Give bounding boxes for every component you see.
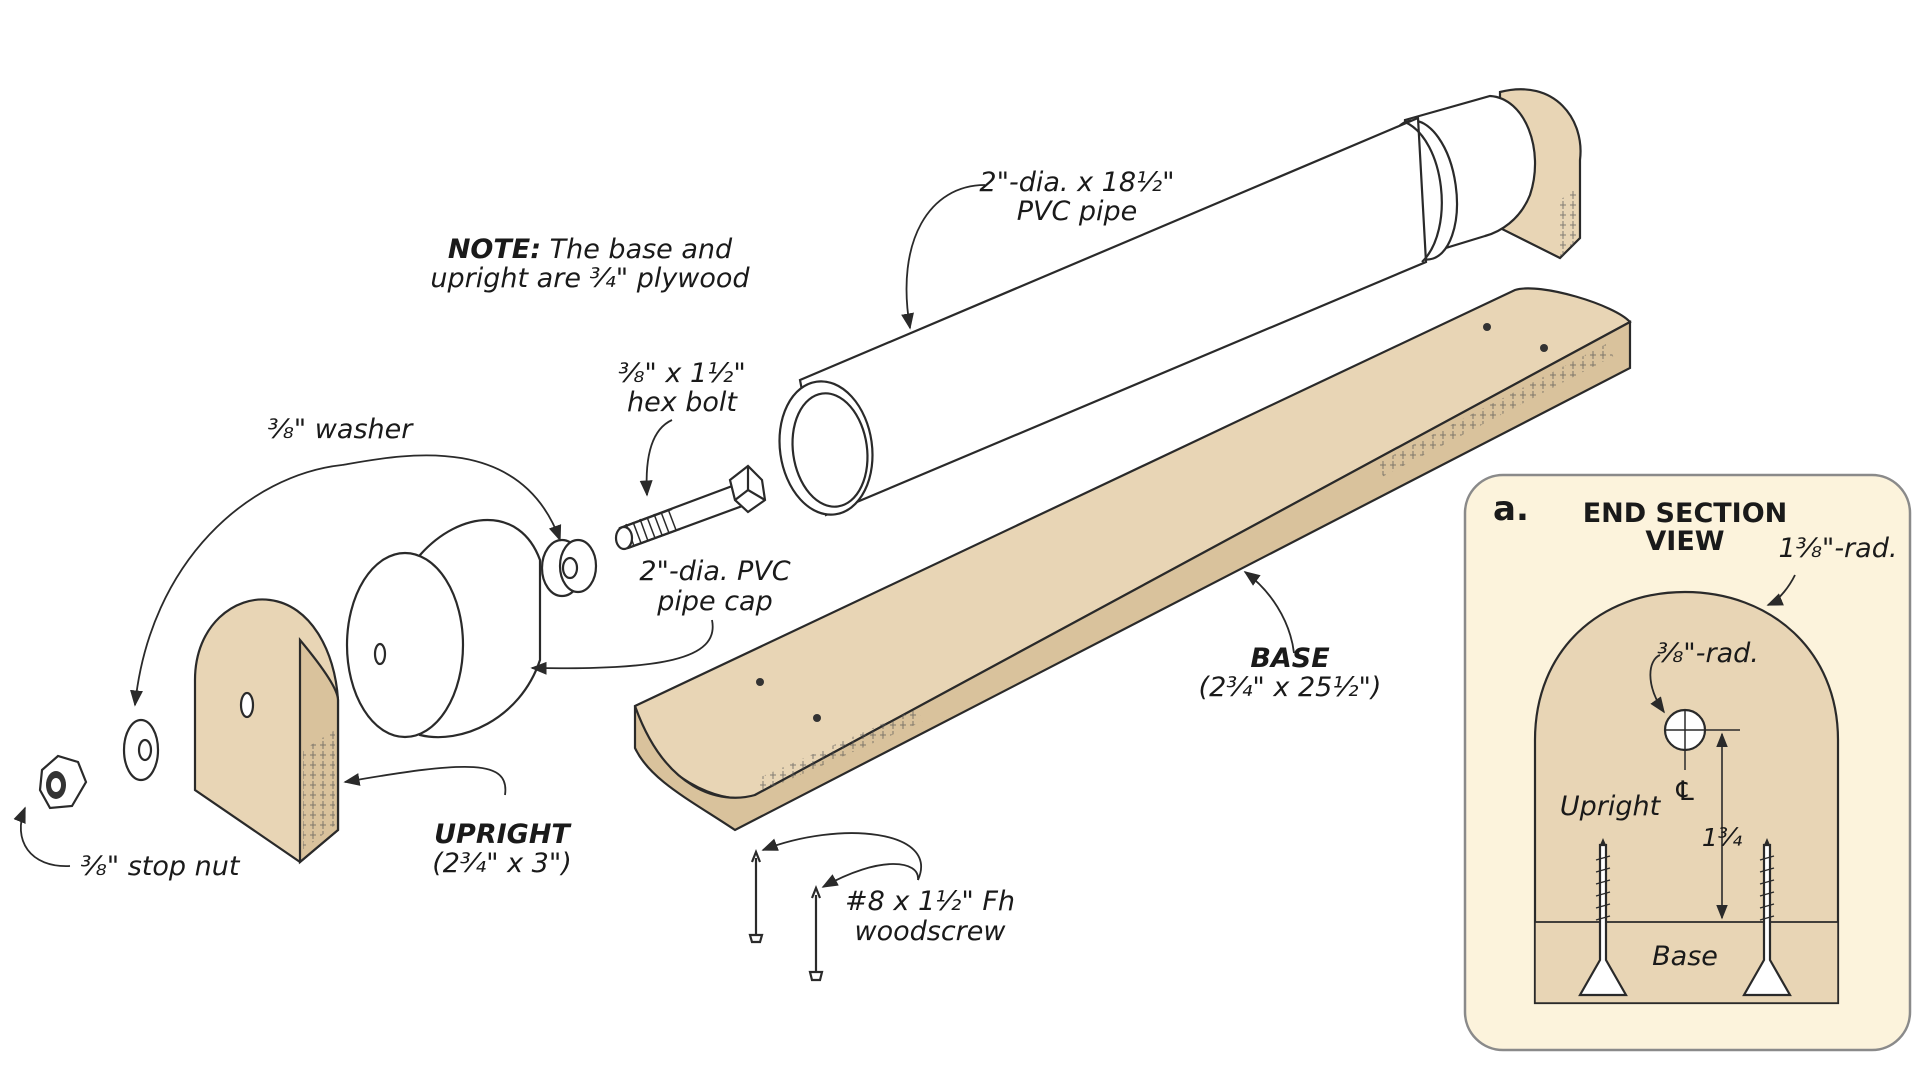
hex-bolt-label-line2: hex bolt <box>627 387 738 418</box>
woodscrew-label-line1: #8 x 1½" Fh <box>845 886 1015 917</box>
inset-height-dimension: 1¾ <box>1702 823 1742 852</box>
base-board <box>633 287 1632 832</box>
pipe-opening <box>778 380 874 516</box>
washer-lower <box>122 718 160 782</box>
inset-title-line2: VIEW <box>1645 526 1724 557</box>
pvc-pipe-label-line2: PVC pipe <box>1017 196 1138 227</box>
pipe-cap <box>345 518 542 739</box>
labels: 2"-dia. x 18½" PVC pipe NOTE: The base a… <box>81 167 1382 947</box>
end-section-inset: a. END SECTION VIEW 1⅜"-rad. ⅜"-rad. ℄ 1… <box>1463 473 1912 1052</box>
pvc-pipe-label-line1: 2"-dia. x 18½" <box>979 167 1174 198</box>
hex-bolt-label-line1: ⅜" x 1½" <box>618 358 746 389</box>
note-line2: upright are ¾" plywood <box>430 263 750 294</box>
inset-centerline: ℄ <box>1673 776 1697 807</box>
inset-base-label: Base <box>1652 941 1718 972</box>
pvc-pipe <box>778 88 1582 517</box>
inset-outer-radius: 1⅜"-rad. <box>1779 533 1898 564</box>
washer-upper <box>540 538 598 598</box>
base-label-title: BASE <box>1250 643 1330 674</box>
upright-label-title: UPRIGHT <box>434 819 572 850</box>
base-label-dims: (2¾" x 25½") <box>1199 672 1382 703</box>
woodscrew-2 <box>808 885 824 982</box>
stop-nut-label: ⅜" stop nut <box>81 851 241 882</box>
inset-screw-left <box>1578 838 1628 997</box>
woodscrew-label-line2: woodscrew <box>855 916 1007 947</box>
note-bold: NOTE: <box>448 234 541 265</box>
note-line1-rest: The base and <box>541 234 733 265</box>
woodscrew-1 <box>748 849 764 944</box>
leader-lines <box>13 184 1295 888</box>
inset-hole-radius: ⅜"-rad. <box>1657 638 1759 669</box>
upright-block <box>193 598 340 865</box>
hex-bolt <box>614 464 767 551</box>
pipe-cap-label-line1: 2"-dia. PVC <box>639 556 790 587</box>
woodscrews <box>748 849 824 982</box>
upright-label-dims: (2¾" x 3") <box>432 848 572 879</box>
inset-screw-right <box>1742 838 1792 997</box>
pipe-cap-label-line2: pipe cap <box>656 586 773 617</box>
inset-upright-profile <box>1533 590 1840 1005</box>
inset-title-line1: END SECTION <box>1583 498 1788 529</box>
inset-letter: a. <box>1493 489 1529 529</box>
washer-label: ⅜" washer <box>268 414 415 445</box>
note-line1: NOTE: The base and <box>448 234 733 265</box>
inset-upright-label: Upright <box>1560 791 1662 822</box>
stop-nut <box>38 754 88 810</box>
